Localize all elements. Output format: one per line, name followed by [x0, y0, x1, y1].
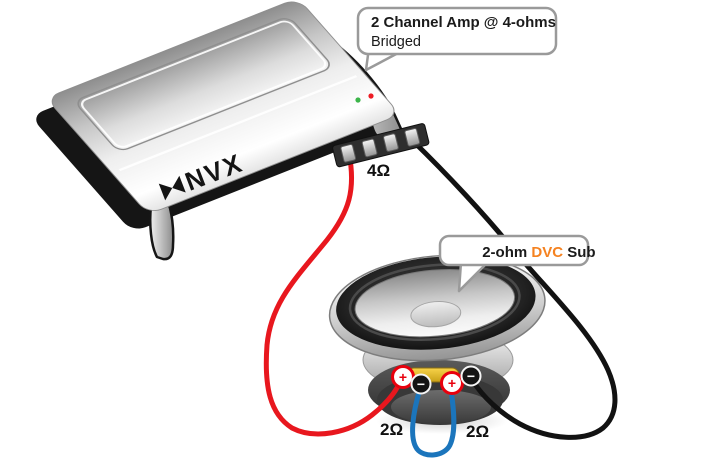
amp-callout-line1: 2 Channel Amp @ 4-ohms [371, 14, 556, 31]
jumper-wire [410, 386, 457, 458]
sub-dust-cap [410, 300, 462, 328]
positive-wire [263, 150, 404, 437]
mounting-foot-left [149, 197, 175, 261]
amplifier: NVX [36, 1, 404, 261]
amp-face-highlight [118, 75, 358, 172]
sub-callout-text: 2-ohm DVC Sub [453, 244, 616, 261]
amp-callout-line2: Bridged [371, 34, 421, 50]
sub-terminals: + − + − [391, 365, 482, 395]
terminal-positive-2: + [440, 371, 464, 395]
sub-magnet-boot [391, 390, 491, 424]
terminal-symbol: − [417, 376, 425, 392]
amp-impedance-label: 4Ω [367, 161, 390, 180]
amp-terminal-slot [340, 143, 357, 163]
subwoofer [328, 254, 546, 434]
negative-wire [410, 138, 618, 440]
amp-terminal-slot [361, 138, 378, 158]
terminal-symbol: + [399, 369, 407, 385]
terminal-positive-1: + [391, 365, 415, 389]
coil-left-impedance-label: 2Ω [380, 420, 403, 439]
amp-inner-panel-highlight [80, 20, 327, 148]
sub-callout-prefix: 2-ohm [482, 244, 531, 261]
amp-callout-bubble [356, 6, 558, 56]
amp-callout: 2 Channel Amp @ 4-ohms Bridged [356, 6, 558, 72]
terminal-negative-2: − [460, 365, 482, 387]
amp-terminal-slot [404, 128, 421, 147]
green-led [355, 97, 361, 103]
amp-terminal-block [332, 123, 430, 168]
terminal-negative-1: − [410, 373, 432, 395]
sub-callout-bubble [438, 234, 590, 267]
sub-surround-inner-edge [348, 263, 521, 342]
sub-callout-suffix: Sub [563, 244, 596, 261]
amp-inner-panel [77, 18, 330, 151]
nvx-logo-mark [158, 175, 186, 201]
amp-terminal-slot [383, 133, 399, 152]
terminal-symbol: + [448, 375, 456, 391]
red-led [368, 93, 374, 99]
sub-callout: 2-ohm DVC Sub [438, 234, 616, 293]
sub-callout-highlight: DVC [531, 244, 563, 261]
terminal-symbol: − [467, 368, 475, 384]
coil-right-impedance-label: 2Ω [466, 422, 489, 441]
